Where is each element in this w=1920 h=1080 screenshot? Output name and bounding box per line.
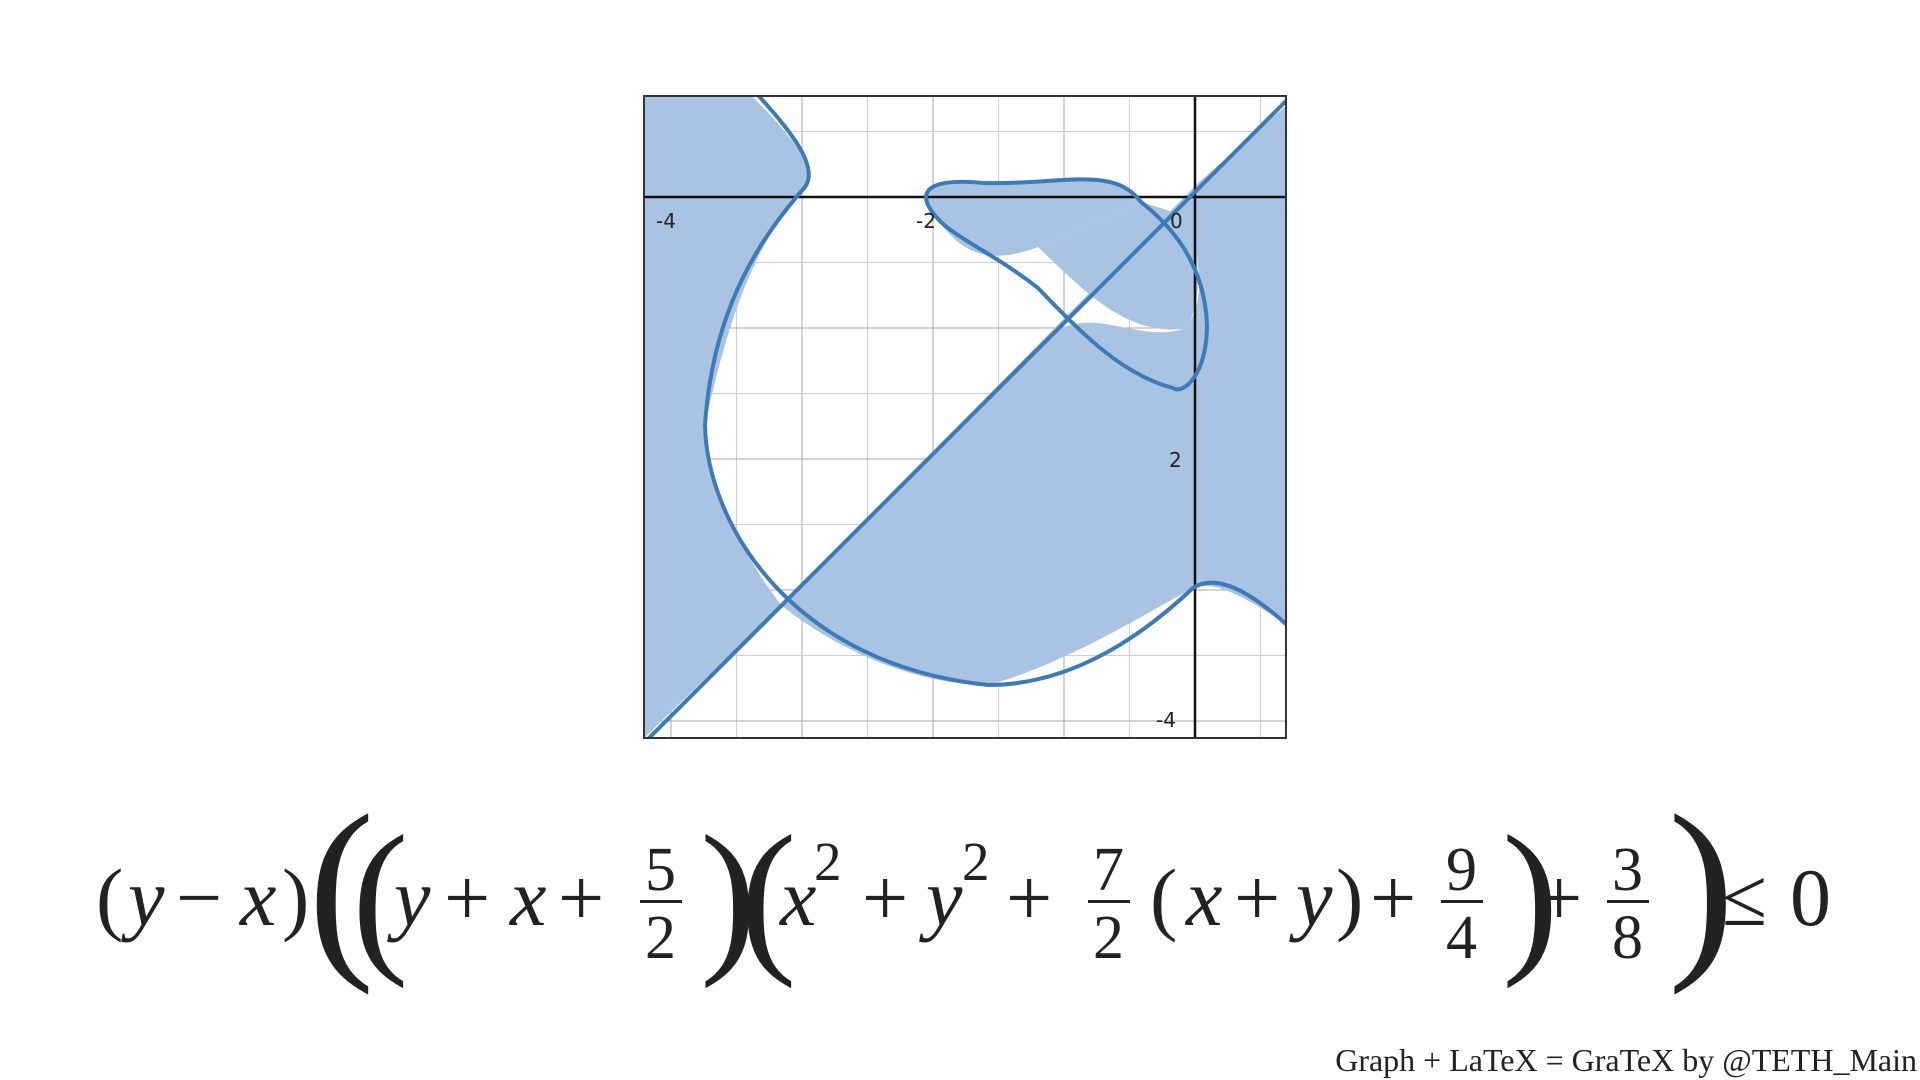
footer-credit: Graph + LaTeX = GraTeX by @TETH_Main (1335, 1042, 1917, 1078)
axes (643, 95, 1287, 739)
eq-var-y: y (121, 852, 165, 943)
eq-frac-num: 3 (1612, 836, 1643, 904)
eq-frac-num: 7 (1093, 836, 1124, 904)
eq-big-paren: ( (740, 801, 797, 989)
eq-frac-num: 9 (1446, 836, 1477, 904)
equation: ( y − x ) ( ( y + x + 5 2 ) ( x 2 + y 2 … (0, 790, 1920, 1020)
eq-op: + (1370, 852, 1416, 943)
shaded-region-upper-loop (926, 168, 1141, 256)
eq-zero: 0 (1790, 852, 1831, 943)
eq-op: + (444, 852, 490, 943)
eq-op: − (176, 852, 222, 943)
eq-op: + (1234, 852, 1280, 943)
eq-big-paren: ) (700, 801, 757, 989)
eq-var-x: x (1185, 852, 1222, 943)
y-tick-label: 2 (1169, 448, 1182, 472)
eq-big-paren: ) (1502, 801, 1559, 989)
eq-paren: ) (1336, 852, 1363, 943)
eq-frac-bar (640, 900, 682, 903)
eq-big-paren: ) (1668, 790, 1735, 996)
eq-var-y: y (387, 852, 431, 943)
eq-var-y: y (919, 852, 963, 943)
tick-labels: -4 -2 0 2 -4 (656, 209, 1183, 732)
eq-op: + (558, 852, 604, 943)
y-tick-label: -4 (1156, 708, 1176, 732)
shaded-region-right (781, 105, 1287, 685)
eq-frac-den: 2 (645, 904, 676, 972)
eq-paren: ) (282, 852, 309, 943)
shaded-region-left (643, 95, 809, 739)
eq-frac-num: 5 (645, 836, 676, 904)
eq-paren: ( (96, 852, 123, 943)
eq-exponent: 2 (814, 831, 842, 892)
eq-frac-den: 2 (1093, 904, 1124, 972)
eq-frac-den: 8 (1612, 904, 1643, 972)
eq-op: + (862, 852, 908, 943)
eq-exponent: 2 (962, 831, 990, 892)
curve-line-y-equals-x (646, 98, 1287, 739)
eq-op: + (1536, 852, 1582, 943)
eq-var-x: x (239, 852, 276, 943)
eq-big-paren: ( (308, 790, 375, 996)
eq-paren: ( (1150, 852, 1177, 943)
x-tick-label: -4 (656, 209, 676, 233)
eq-frac-bar (1441, 900, 1483, 903)
curve-loop (924, 177, 1210, 392)
eq-op: + (1006, 852, 1052, 943)
x-tick-label: -2 (916, 209, 936, 233)
eq-frac-bar (1607, 900, 1649, 903)
eq-frac-den: 4 (1446, 904, 1477, 972)
equation-render: ( y − x ) ( ( y + x + 5 2 ) ( x 2 + y 2 … (96, 790, 1831, 996)
x-tick-label: 0 (1170, 209, 1183, 233)
eq-var-x: x (509, 852, 546, 943)
eq-var-x: x (779, 852, 816, 943)
eq-op-leq: ≤ (1722, 852, 1767, 943)
eq-big-paren: ( (352, 801, 409, 989)
eq-frac-bar (1088, 900, 1130, 903)
eq-var-y: y (1289, 852, 1333, 943)
graph-plot: -4 -2 0 2 -4 (643, 95, 1287, 739)
curve-left-branch (702, 95, 1287, 688)
plot-border (643, 95, 1287, 739)
graph-panel: -4 -2 0 2 -4 (643, 95, 1287, 739)
